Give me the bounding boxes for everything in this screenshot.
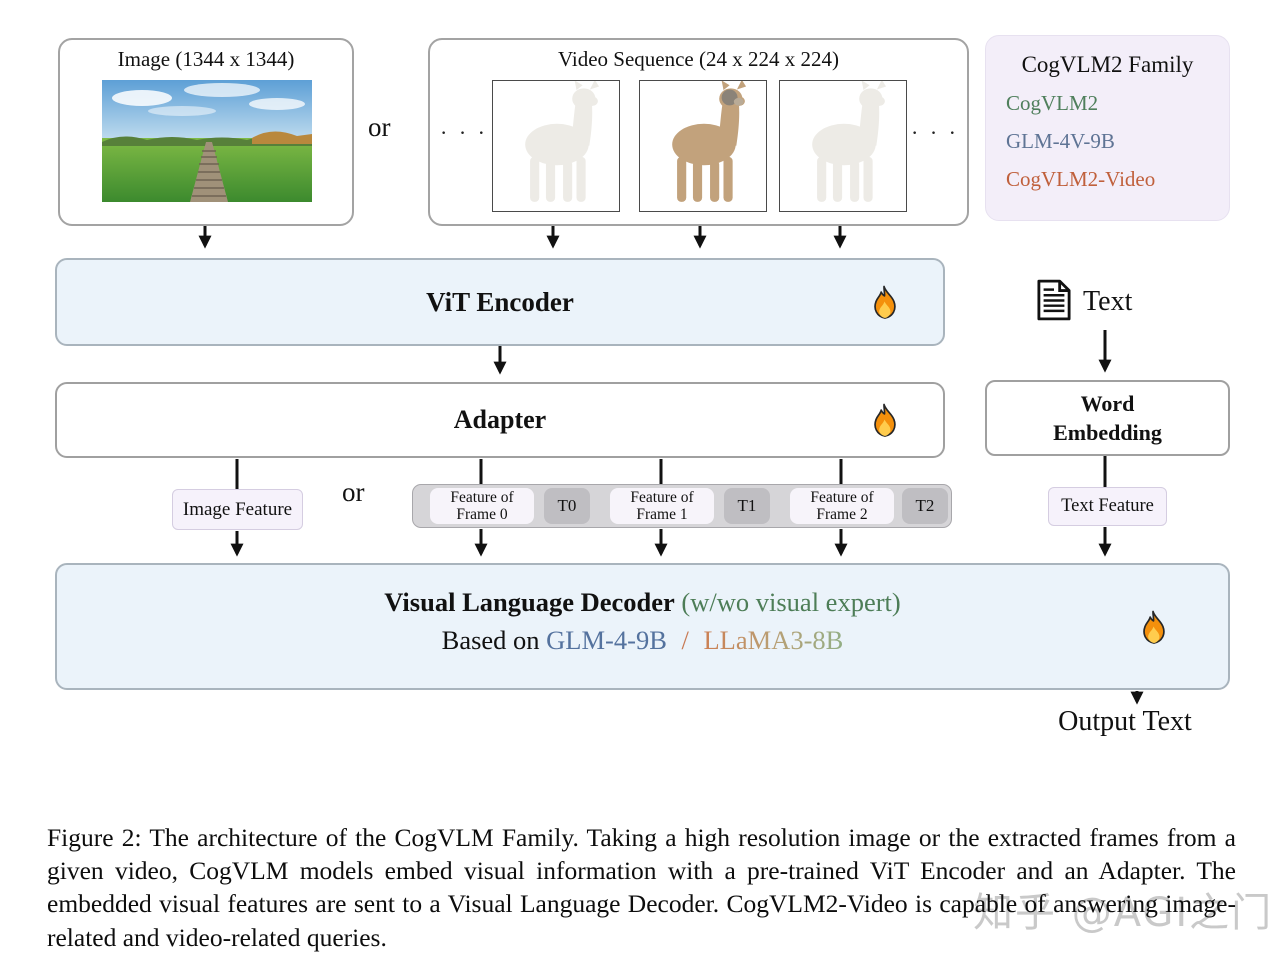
family-model-glm-4v-9b: GLM-4V-9B [1006,129,1115,153]
ellipsis-left: · · · [440,120,488,145]
video-input-title: Video Sequence (24 x 224 x 224) [557,47,839,71]
output-text-label: Output Text [1058,706,1192,737]
token-t2-box: T2 [902,488,948,524]
landscape-photo [102,80,312,202]
feature-label: Feature of [810,489,874,506]
video-frame-1 [639,79,767,212]
feature-of-frame-2-box: Feature of Frame 2 [790,488,894,524]
alpaca-icon-faded [525,79,600,202]
text-feature-label: Text Feature [1061,496,1154,516]
video-frame-0 [492,79,620,212]
feature-label: Frame 2 [816,506,868,523]
vit-encoder-box: ViT Encoder [55,258,945,346]
flame-icon [868,284,901,321]
watermark: 知乎 @AGI之门 [973,890,1274,936]
flame-icon [1137,609,1170,646]
flame-icon [868,402,901,439]
or-label-top: or [368,112,391,142]
decoder-based-on: Based on [441,625,540,655]
ellipsis-right: · · · [911,120,959,145]
decoder-model-glm-4-9b: GLM-4-9B [546,625,667,655]
image-input-title: Image (1344 x 1344) [117,47,295,71]
word-embedding-label-line1: Word [1080,391,1135,416]
flow-arrows [198,208,1144,705]
decoder-title: Visual Language Decoder (w/wo visual exp… [57,587,1228,618]
adapter-box: Adapter [55,382,945,458]
family-model-cogvlm2: CogVLM2 [1006,91,1099,115]
feature-of-frame-0-box: Feature of Frame 0 [430,488,534,524]
family-legend-box: CogVLM2 Family CogVLM2 GLM-4V-9B CogVLM2… [985,35,1230,221]
image-feature-label: Image Feature [182,499,293,520]
text-feature-box: Text Feature [1048,487,1167,526]
decoder-separator: / [681,625,689,655]
image-feature-box: Image Feature [172,489,303,530]
decoder-box: Visual Language Decoder (w/wo visual exp… [55,563,1230,690]
decoder-subtitle: Based on GLM-4-9B / LLaMA3-8B [57,625,1228,656]
word-embedding-box: Word Embedding [985,380,1230,456]
adapter-label: Adapter [453,405,547,434]
decoder-model-llama3-8b: LLaMA3-8B [703,625,844,655]
feature-label: Frame 0 [456,506,508,523]
alpaca-icon-faded [812,79,887,202]
text-input-label: Text [1083,286,1133,317]
family-legend-title: CogVLM2 Family [1021,52,1194,77]
decoder-title-note: (w/wo visual expert) [681,587,901,617]
word-embedding-label-line2: Embedding [1053,420,1162,445]
vit-encoder-label: ViT Encoder [426,287,574,317]
feature-of-frame-1-box: Feature of Frame 1 [610,488,714,524]
token-t0-box: T0 [544,488,590,524]
decoder-title-main: Visual Language Decoder [384,587,675,617]
frame-features-container: Feature of Frame 0 T0 Feature of Frame 1… [412,484,952,528]
feature-label: Feature of [630,489,694,506]
feature-label: Frame 1 [636,506,688,523]
document-icon [1037,279,1071,321]
video-input-box: Video Sequence (24 x 224 x 224) · · · · … [428,38,969,226]
or-label-middle: or [342,477,365,507]
family-model-cogvlm2-video: CogVLM2-Video [1006,167,1156,191]
feature-label: Feature of [450,489,514,506]
figure-caption: Figure 2: The architecture of the CogVLM… [47,822,1236,952]
alpaca-icon [672,79,747,202]
image-input-box: Image (1344 x 1344) [58,38,354,226]
token-t1-box: T1 [724,488,770,524]
video-frame-2 [779,79,907,212]
